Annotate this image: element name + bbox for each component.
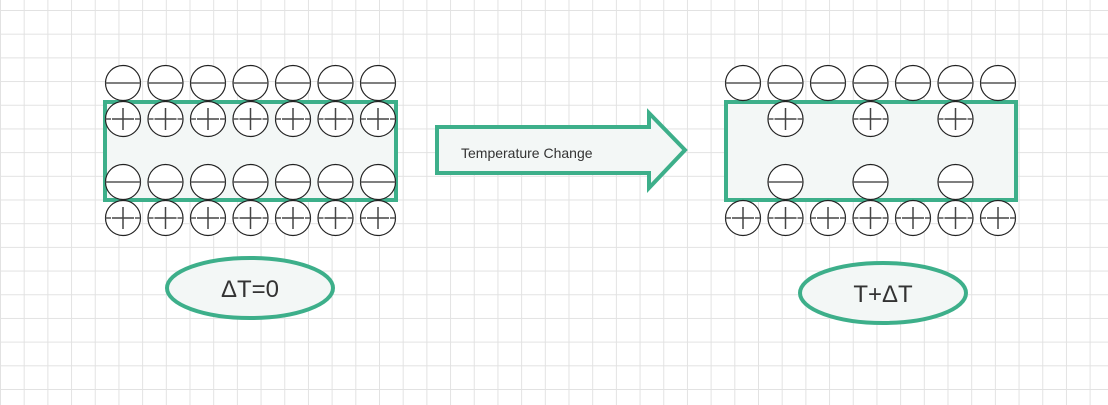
positive-charge-icon (274, 199, 312, 237)
negative-charge-icon (767, 64, 804, 102)
positive-charge-icon (852, 199, 889, 237)
negative-charge-icon (809, 64, 847, 102)
negative-charge-icon (232, 163, 269, 201)
negative-charge-icon (937, 64, 974, 102)
positive-charge-icon (852, 100, 889, 138)
right-charges (724, 64, 1017, 237)
negative-charge-icon (274, 163, 312, 201)
positive-charge-icon (937, 100, 974, 138)
negative-charge-icon (104, 64, 142, 102)
negative-charge-icon (852, 64, 889, 102)
arrow-label: Temperature Change (461, 145, 593, 161)
temperature-change-arrow: Temperature Change (435, 108, 688, 194)
positive-charge-icon (147, 100, 184, 138)
positive-charge-icon (317, 100, 354, 138)
negative-charge-icon (979, 64, 1017, 102)
right-state-badge: T+ΔT (798, 261, 968, 325)
negative-charge-icon (937, 163, 974, 201)
negative-charge-icon (274, 64, 312, 102)
left-charges (104, 64, 397, 237)
negative-charge-icon (894, 64, 932, 102)
negative-charge-icon (189, 64, 227, 102)
negative-charge-icon (147, 163, 184, 201)
left-state-badge: ΔT=0 (165, 256, 335, 320)
negative-charge-icon (232, 64, 269, 102)
positive-charge-icon (809, 199, 847, 237)
positive-charge-icon (724, 199, 762, 237)
negative-charge-icon (104, 163, 142, 201)
negative-charge-icon (852, 163, 889, 201)
positive-charge-icon (359, 199, 397, 237)
positive-charge-icon (894, 199, 932, 237)
positive-charge-icon (104, 100, 142, 138)
left-state-label: ΔT=0 (221, 276, 279, 303)
positive-charge-icon (359, 100, 397, 138)
positive-charge-icon (189, 199, 227, 237)
positive-charge-icon (232, 199, 269, 237)
positive-charge-icon (767, 199, 804, 237)
negative-charge-icon (767, 163, 804, 201)
positive-charge-icon (189, 100, 227, 138)
positive-charge-icon (767, 100, 804, 138)
positive-charge-icon (317, 199, 354, 237)
positive-charge-icon (937, 199, 974, 237)
positive-charge-icon (232, 100, 269, 138)
negative-charge-icon (147, 64, 184, 102)
negative-charge-icon (317, 64, 354, 102)
positive-charge-icon (147, 199, 184, 237)
positive-charge-icon (104, 199, 142, 237)
negative-charge-icon (359, 64, 397, 102)
arrow-shape (435, 108, 688, 194)
right-state-label: T+ΔT (853, 281, 913, 308)
negative-charge-icon (724, 64, 762, 102)
negative-charge-icon (317, 163, 354, 201)
negative-charge-icon (359, 163, 397, 201)
positive-charge-icon (274, 100, 312, 138)
negative-charge-icon (189, 163, 227, 201)
positive-charge-icon (979, 199, 1017, 237)
